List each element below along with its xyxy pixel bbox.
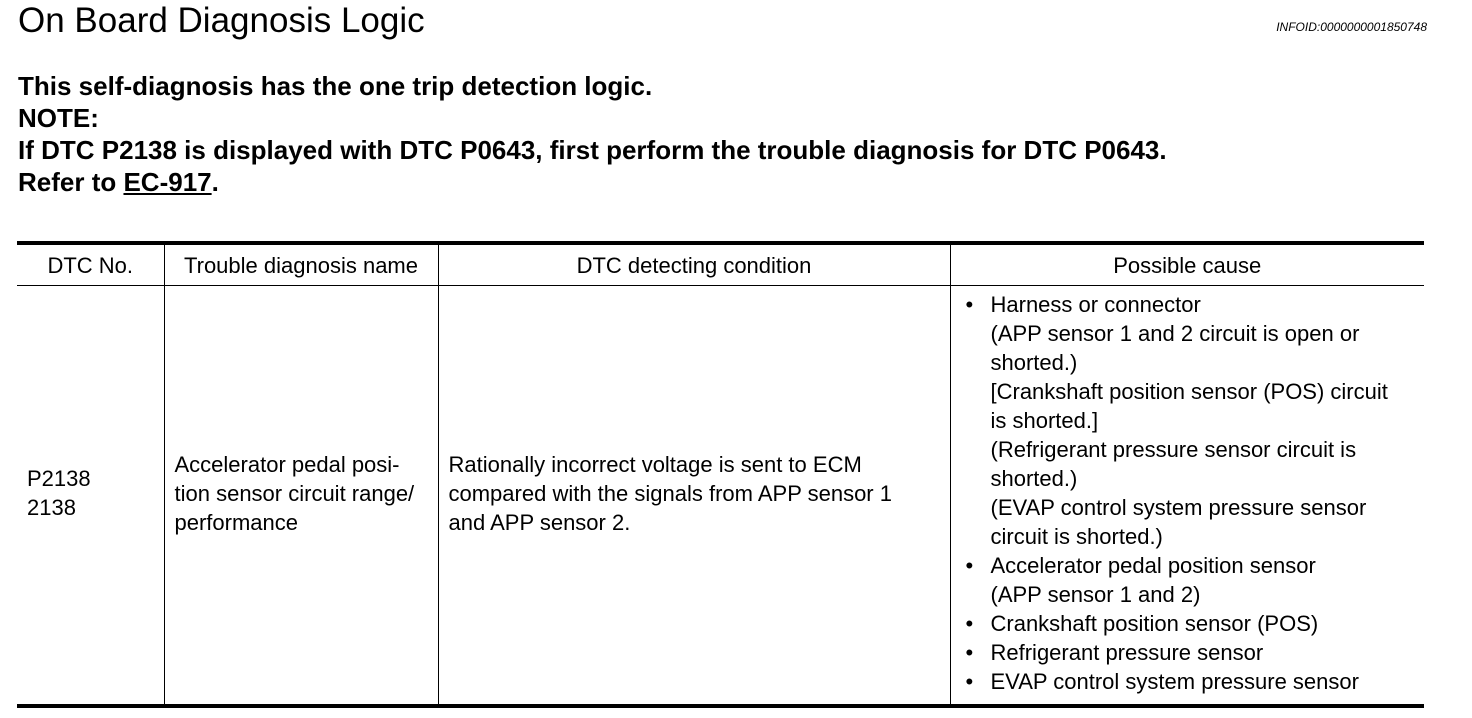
cause-line: Harness or connector xyxy=(990,292,1201,317)
header-dtc-detecting-condition: DTC detecting condition xyxy=(437,243,951,286)
dtc-code-short: 2138 xyxy=(27,495,76,520)
name-line: tion sensor circuit range/ xyxy=(174,480,415,506)
cell-dtc-detecting-condition: Rationally incorrect voltage is sent to … xyxy=(437,285,951,706)
reference-suffix: . xyxy=(211,167,219,197)
name-line: performance xyxy=(174,509,299,535)
cause-line: Accelerator pedal position sensor xyxy=(990,553,1316,578)
cause-line: (APP sensor 1 and 2 circuit is open or xyxy=(990,321,1360,346)
condition-line: Rationally incorrect voltage is sent to … xyxy=(448,451,862,477)
table-header-row: DTC No. Trouble diagnosis name DTC detec… xyxy=(17,243,1424,286)
header-trouble-diagnosis-name: Trouble diagnosis name xyxy=(163,243,439,286)
possible-cause-list: Harness or connector (APP sensor 1 and 2… xyxy=(961,290,1415,696)
cause-line: EVAP control system pressure sensor xyxy=(990,669,1359,694)
list-item: Crankshaft position sensor (POS) xyxy=(961,609,1415,638)
cause-line: shorted.) xyxy=(990,466,1078,491)
cause-line: (Refrigerant pressure sensor circuit is xyxy=(990,437,1357,462)
header-possible-cause: Possible cause xyxy=(949,243,1424,286)
cause-line: is shorted.] xyxy=(990,408,1099,433)
note-label: NOTE: xyxy=(18,103,99,133)
cause-line: Refrigerant pressure sensor xyxy=(990,640,1264,665)
cause-line: circuit is shorted.) xyxy=(990,524,1163,549)
cause-line: Crankshaft position sensor (POS) xyxy=(990,611,1319,636)
one-trip-statement: This self-diagnosis has the one trip det… xyxy=(18,71,653,101)
condition-line: compared with the signals from APP senso… xyxy=(448,480,892,506)
list-item: Harness or connector (APP sensor 1 and 2… xyxy=(961,290,1415,551)
reference-link[interactable]: EC-917 xyxy=(123,167,212,197)
cell-dtc-no: P2138 2138 xyxy=(17,285,165,706)
condition-line: and APP sensor 2. xyxy=(448,509,631,535)
reference-line: Refer to EC-917. xyxy=(18,166,1167,198)
cause-line: shorted.) xyxy=(990,350,1078,375)
cell-trouble-diagnosis-name: Accelerator pedal posi- tion sensor circ… xyxy=(163,285,439,706)
reference-prefix: Refer to xyxy=(18,167,124,197)
list-item: Refrigerant pressure sensor xyxy=(961,638,1415,667)
table-row: P2138 2138 Accelerator pedal posi- tion … xyxy=(17,285,1424,706)
info-id: INFOID:0000000001850748 xyxy=(1276,20,1427,34)
dtc-code: P2138 xyxy=(27,466,91,491)
cause-line: (EVAP control system pressure sensor xyxy=(990,495,1367,520)
list-item: Accelerator pedal position sensor (APP s… xyxy=(961,551,1415,609)
header-dtc-no: DTC No. xyxy=(17,243,165,286)
cell-possible-cause: Harness or connector (APP sensor 1 and 2… xyxy=(949,285,1424,706)
list-item: EVAP control system pressure sensor xyxy=(961,667,1415,696)
name-line: Accelerator pedal posi- xyxy=(174,451,400,477)
dtc-table: DTC No. Trouble diagnosis name DTC detec… xyxy=(17,241,1424,708)
note-block: This self-diagnosis has the one trip det… xyxy=(18,70,1167,198)
note-text: If DTC P2138 is displayed with DTC P0643… xyxy=(18,135,1167,165)
page-title: On Board Diagnosis Logic xyxy=(18,1,425,40)
cause-line: [Crankshaft position sensor (POS) circui… xyxy=(990,379,1388,404)
cause-line: (APP sensor 1 and 2) xyxy=(990,582,1201,607)
